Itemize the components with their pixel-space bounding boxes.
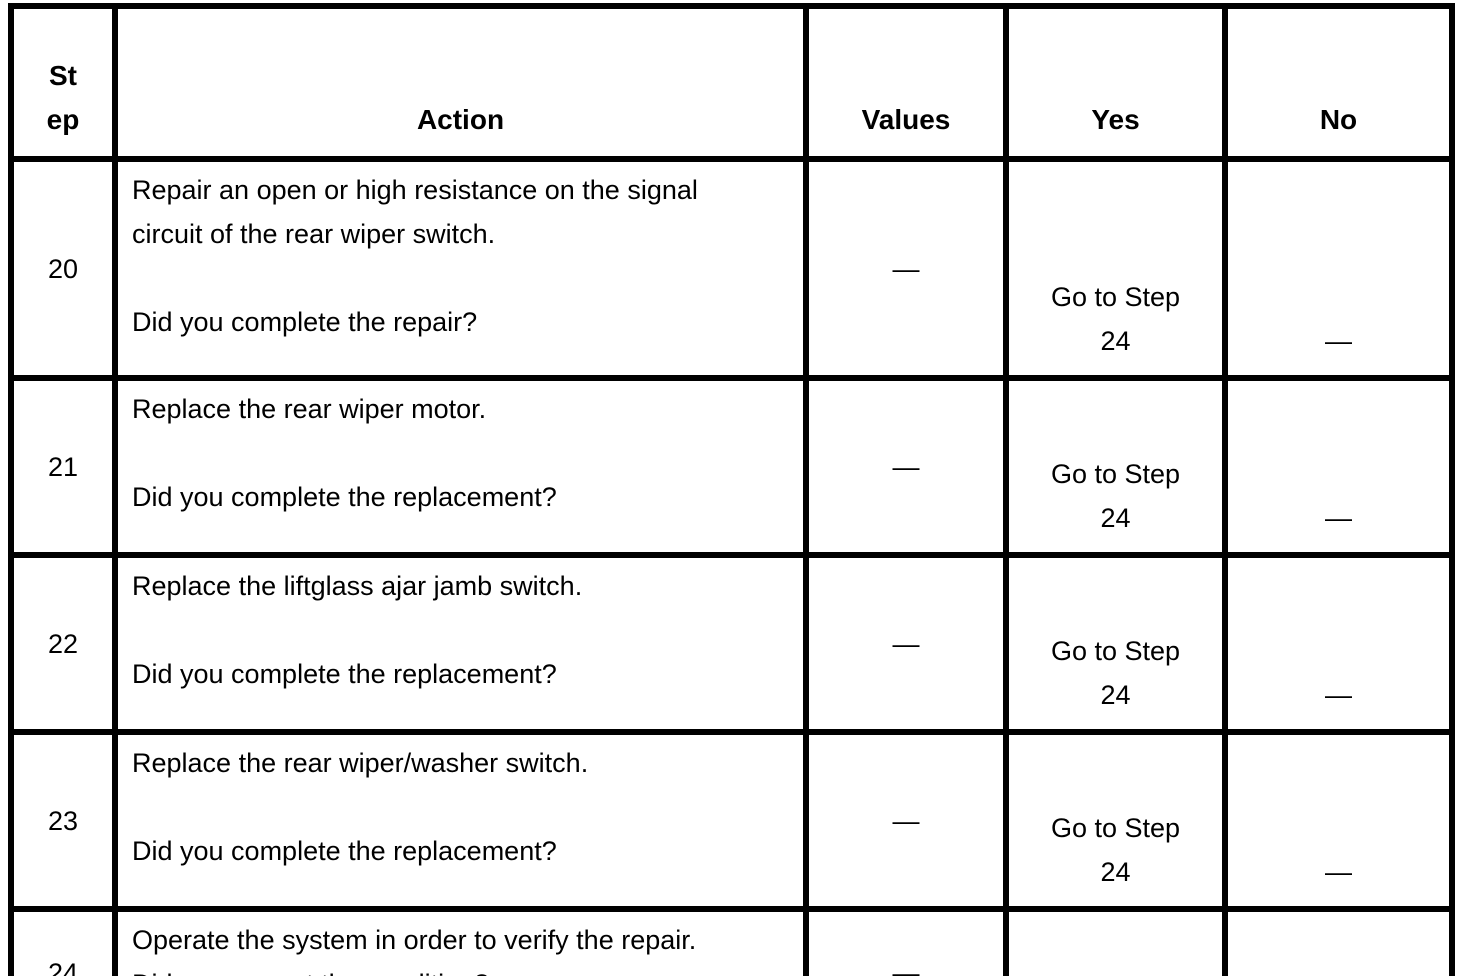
action-cell: Replace the rear wiper motor. Did you co…: [112, 375, 809, 558]
step-cell: 21: [8, 375, 118, 558]
document-page: St ep Action Values Yes No 20 Repair an …: [0, 3, 1472, 976]
step-column-header: St ep: [8, 3, 118, 162]
yes-cell: Go to Step 24: [1003, 729, 1228, 912]
no-cell: —: [1222, 729, 1455, 912]
no-cell: Go to Step 3: [1222, 906, 1455, 976]
diagnostic-steps-table: St ep Action Values Yes No 20 Repair an …: [8, 3, 1455, 976]
values-cell: —: [803, 729, 1009, 912]
table-row-step-20: 20 Repair an open or high resistance on …: [8, 156, 1455, 381]
yes-cell: Go to Step 24: [1003, 375, 1228, 558]
table-row-step-23: 23 Replace the rear wiper/washer switch.…: [8, 729, 1455, 912]
values-cell: —: [803, 156, 1009, 381]
step-cell: 23: [8, 729, 118, 912]
values-column-header: Values: [803, 3, 1009, 162]
action-cell: Replace the rear wiper/washer switch. Di…: [112, 729, 809, 912]
table-row-step-24: 24 Operate the system in order to verify…: [8, 906, 1455, 976]
values-cell: —: [803, 552, 1009, 735]
yes-cell: Go to Step 24: [1003, 552, 1228, 735]
values-cell: —: [803, 906, 1009, 976]
step-cell: 20: [8, 156, 118, 381]
step-cell: 24: [8, 906, 118, 976]
no-cell: —: [1222, 552, 1455, 735]
action-column-header: Action: [112, 3, 809, 162]
step-cell: 22: [8, 552, 118, 735]
action-cell: Repair an open or high resistance on the…: [112, 156, 809, 381]
yes-cell: System OK: [1003, 906, 1228, 976]
action-cell: Operate the system in order to verify th…: [112, 906, 809, 976]
no-cell: —: [1222, 375, 1455, 558]
no-cell: —: [1222, 156, 1455, 381]
no-column-header: No: [1222, 3, 1455, 162]
header-row: St ep Action Values Yes No: [8, 3, 1455, 162]
table-row-step-21: 21 Replace the rear wiper motor. Did you…: [8, 375, 1455, 558]
values-cell: —: [803, 375, 1009, 558]
yes-column-header: Yes: [1003, 3, 1228, 162]
action-cell: Replace the liftglass ajar jamb switch. …: [112, 552, 809, 735]
table-row-step-22: 22 Replace the liftglass ajar jamb switc…: [8, 552, 1455, 735]
yes-cell: Go to Step 24: [1003, 156, 1228, 381]
